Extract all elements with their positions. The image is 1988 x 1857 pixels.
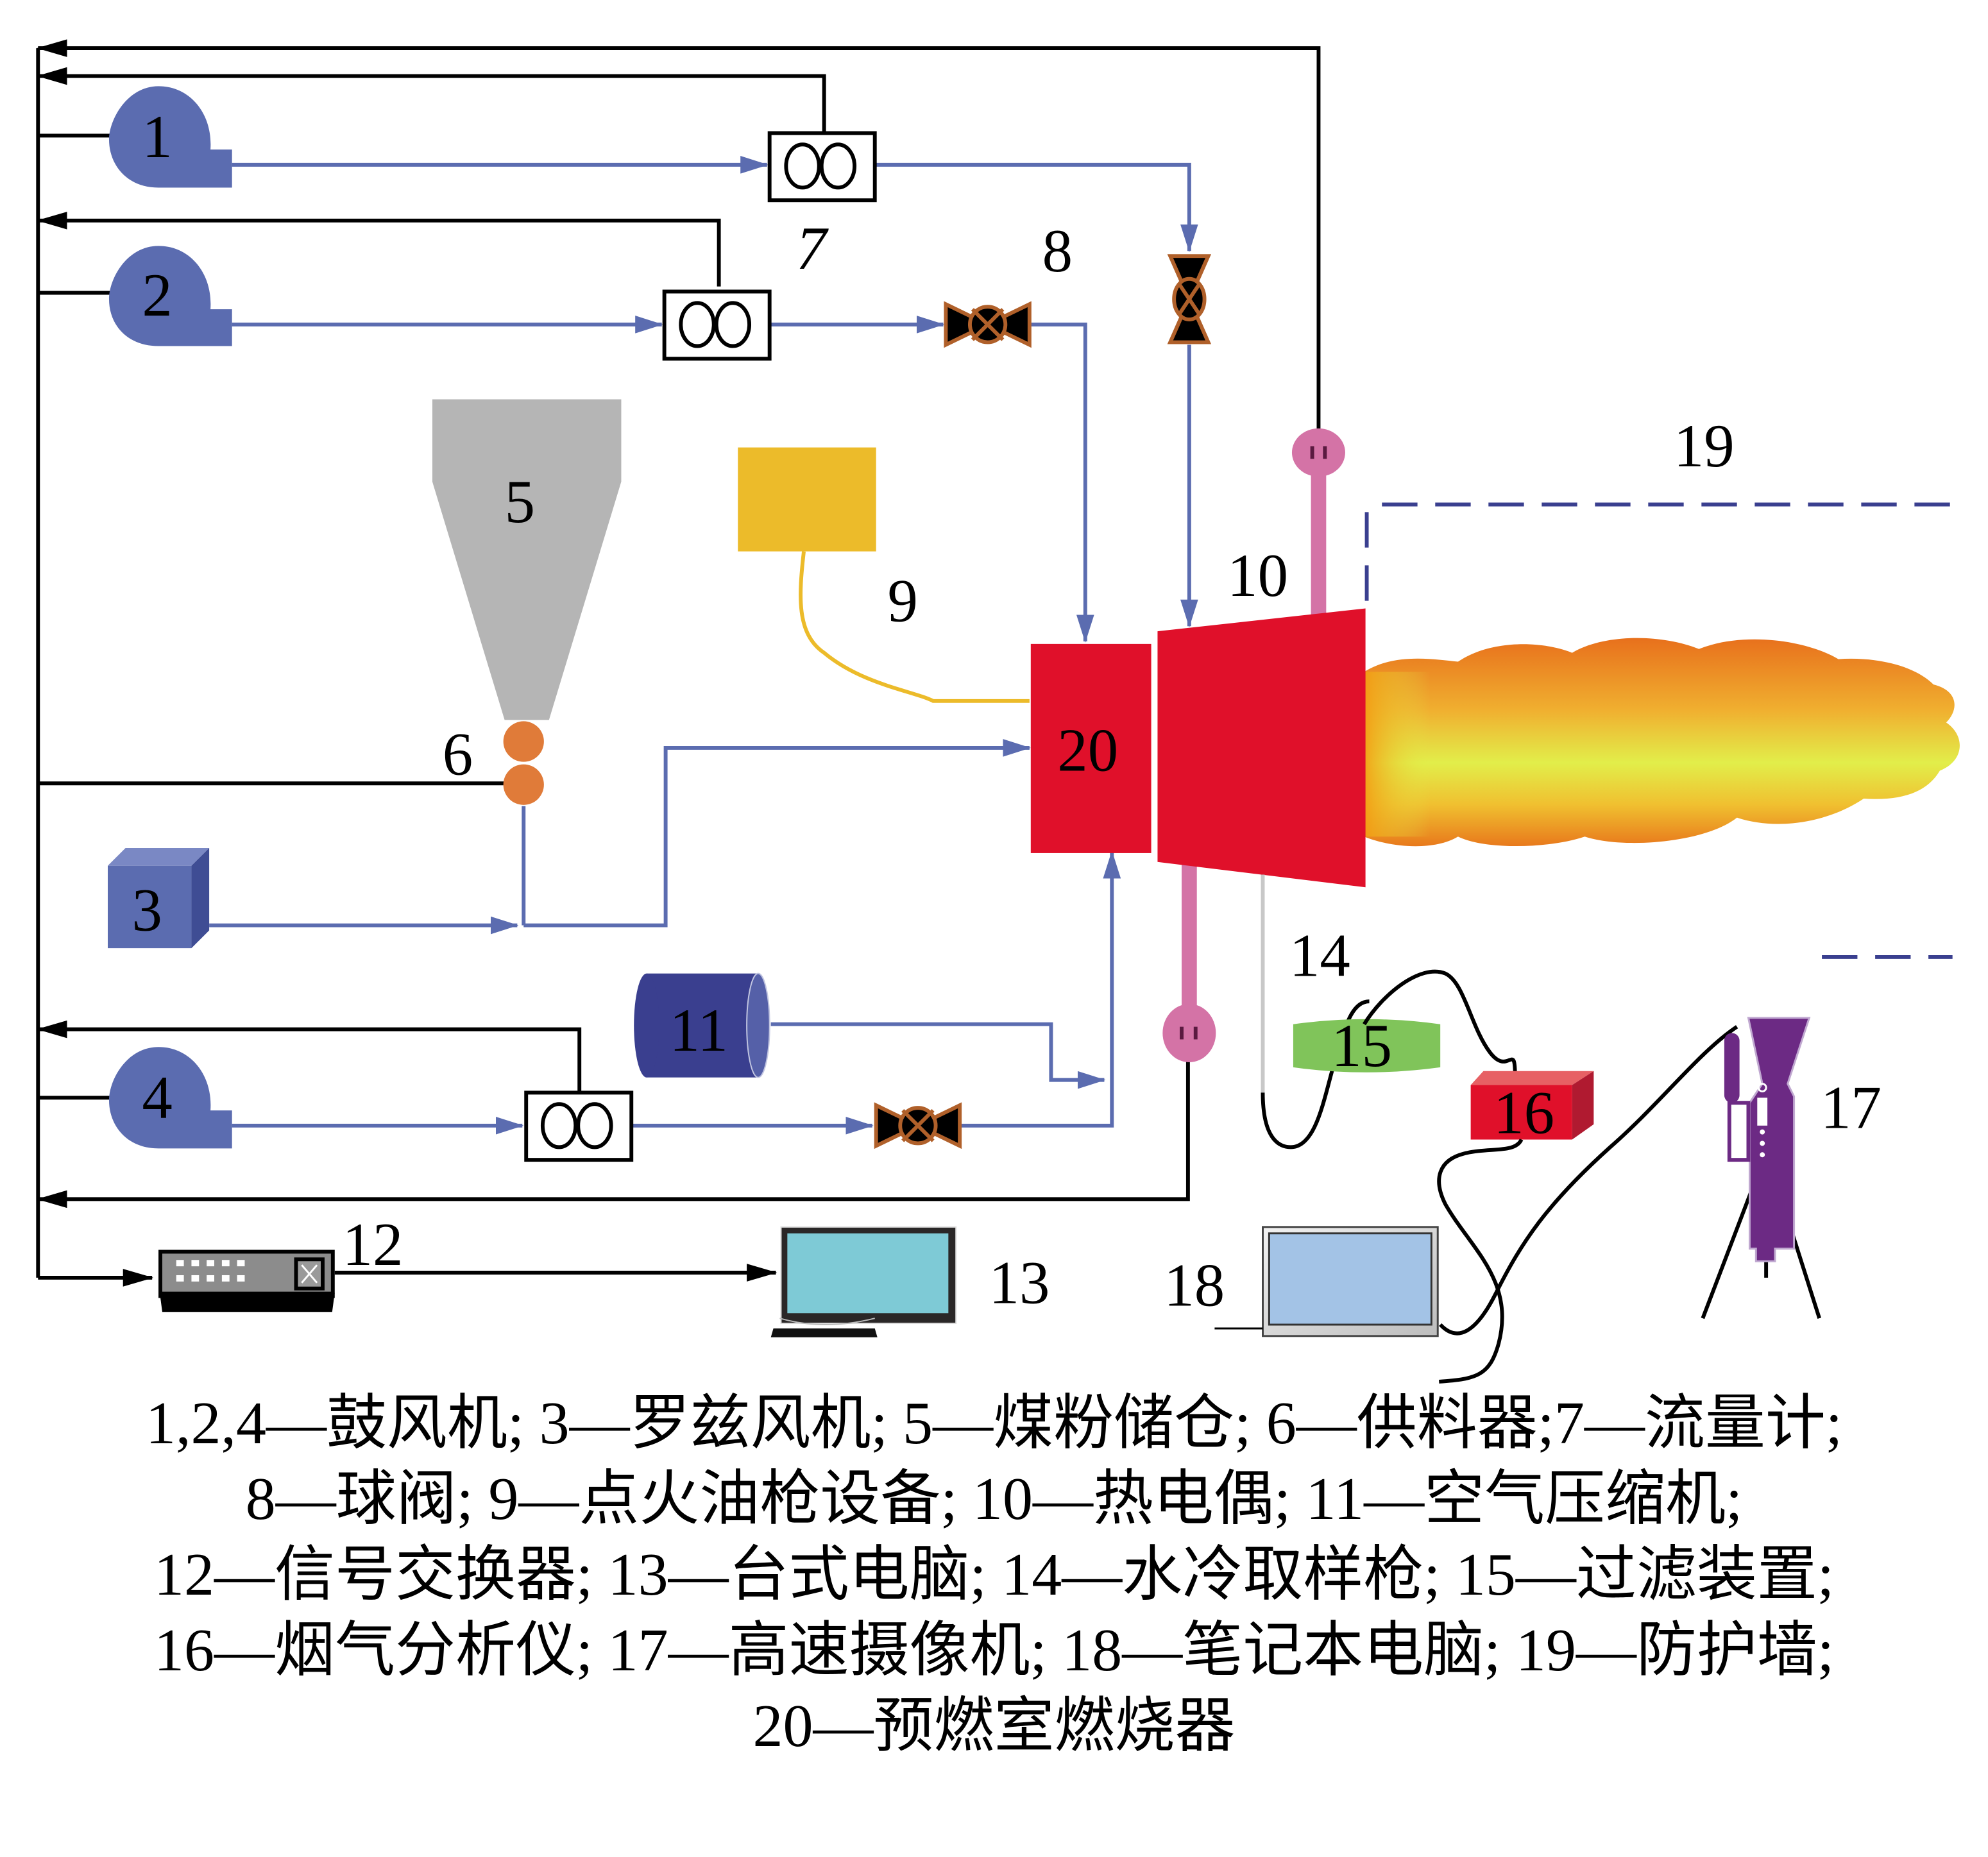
air-compressor: 11 [634, 972, 770, 1078]
desktop-monitor-icon [770, 1226, 957, 1337]
legend-line: 16—烟气分析仪; 17—高速摄像机; 18—笔记本电脑; 19—防护墙; [154, 1617, 1834, 1684]
thermocouple-top [1291, 428, 1345, 624]
legend-line: 12—信号交换器; 13—台式电脑; 14—水冷取样枪; 15—过滤装置; [154, 1541, 1834, 1608]
label-15: 15 [1331, 1012, 1392, 1080]
label-4: 4 [142, 1064, 172, 1132]
ball-valve-bottom [874, 1102, 962, 1149]
thermocouple-icon [1162, 1004, 1216, 1062]
hopper-icon [432, 399, 622, 720]
ignition-oil-gun-unit: 9 [738, 447, 1030, 703]
blower-icon [108, 86, 232, 188]
protective-wall [1364, 502, 1953, 959]
air-lines [209, 156, 1198, 1135]
label-9: 9 [887, 566, 917, 634]
blower-icon [108, 1047, 232, 1149]
ignition-unit-icon [738, 447, 876, 552]
legend-line: 1,2,4—鼓风机; 3—罗兹风机; 5—煤粉储仓; 6—供料器;7—流量计; [145, 1390, 1843, 1457]
signal-switch: 12 [158, 1210, 403, 1312]
gas-analyzer-icon [1470, 1071, 1594, 1140]
filter: 15 [1293, 969, 1517, 1080]
thermocouple-icon [1291, 428, 1345, 477]
label-6: 6 [443, 720, 473, 788]
label-1: 1 [142, 103, 172, 171]
burner-icon [1030, 643, 1151, 853]
label-18: 18 [1164, 1251, 1225, 1319]
label-12: 12 [343, 1210, 404, 1278]
laptop-icon [1214, 1226, 1439, 1337]
laptop: 18 [1164, 1025, 1738, 1337]
filter-icon [1293, 1019, 1441, 1073]
thermocouple-bottom [1162, 861, 1216, 1062]
legend: 1,2,4—鼓风机; 3—罗兹风机; 5—煤粉储仓; 6—供料器;7—流量计; … [0, 1386, 1988, 1764]
ball-valve-icon [944, 301, 1032, 348]
label-2: 2 [142, 261, 172, 329]
label-10: 10 [1227, 541, 1288, 609]
legend-line: 20—预燃室燃烧器 [752, 1693, 1236, 1759]
high-speed-camera: 17 [1701, 1017, 1882, 1319]
blower-2: 2 [108, 246, 232, 346]
ball-valve-icon [1167, 254, 1212, 344]
desktop-computer: 13 [770, 1226, 1050, 1337]
label-17: 17 [1821, 1074, 1882, 1142]
label-11: 11 [670, 996, 728, 1064]
ball-valve-vertical [1167, 254, 1212, 344]
roots-blower-icon [107, 848, 210, 949]
roots-blower-3: 3 [107, 848, 210, 949]
legend-line: 8—球阀; 9—点火油枪设备; 10—热电偶; 11—空气压缩机; [245, 1466, 1743, 1532]
flowmeter-bottom [524, 1090, 634, 1162]
signal-bus [36, 39, 1321, 1287]
flue-gas-analyzer: 16 [1437, 1071, 1594, 1384]
blower-4: 4 [108, 1047, 232, 1149]
label-3: 3 [132, 876, 162, 944]
air-compressor-icon [634, 972, 770, 1078]
flowmeter-top [767, 131, 877, 203]
label-16: 16 [1493, 1079, 1554, 1147]
ball-valve-horizontal [944, 301, 1032, 348]
ball-valve-icon [874, 1102, 962, 1149]
label-20: 20 [1057, 716, 1118, 784]
label-19: 19 [1674, 412, 1735, 480]
label-7: 7 [796, 214, 829, 282]
label-8: 8 [1042, 217, 1073, 285]
flame [1364, 638, 1960, 847]
label-14: 14 [1289, 922, 1350, 990]
label-13: 13 [989, 1248, 1050, 1316]
blower-icon [108, 246, 232, 346]
water-cooled-sampling-probe: 14 [1261, 874, 1370, 1149]
precombustion-burner: 20 [1030, 608, 1366, 888]
feeder: 6 [443, 720, 544, 805]
blower-1: 1 [108, 86, 232, 188]
label-5: 5 [505, 468, 535, 536]
high-speed-camera-icon [1701, 1017, 1821, 1319]
coal-hopper: 5 [432, 399, 622, 720]
signal-switch-icon [158, 1250, 335, 1312]
flowmeter-middle [662, 289, 772, 361]
feeder-icon [503, 721, 544, 762]
